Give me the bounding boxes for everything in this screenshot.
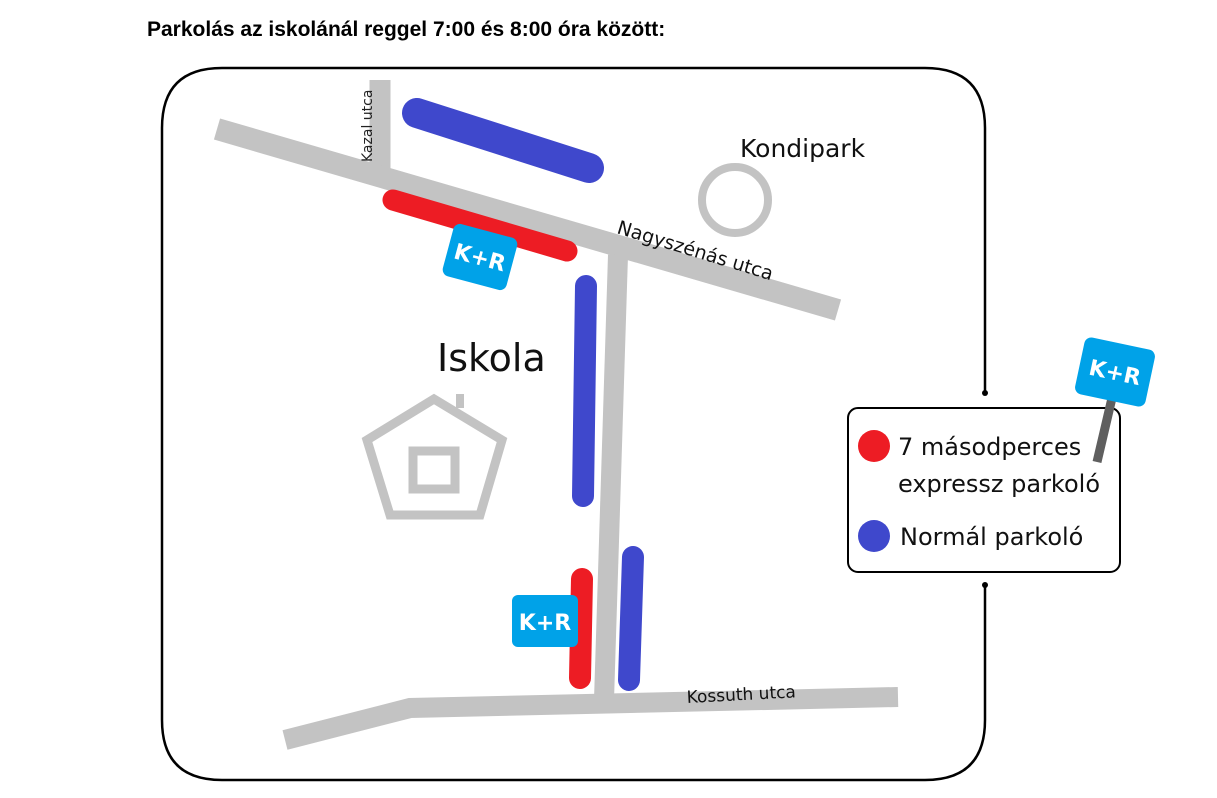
- landmark-label-school: Iskola: [437, 336, 546, 380]
- normal-parking-top: [402, 98, 604, 183]
- road-vertical: [594, 254, 628, 701]
- parking-strips: [382, 98, 644, 691]
- legend-express-label-line2: expressz parkoló: [898, 470, 1100, 498]
- school-house-icon: [361, 393, 508, 520]
- legend-normal-label: Normál parkoló: [900, 523, 1083, 551]
- express-parking-top: [382, 189, 578, 262]
- street-label-kazal: Kazal utca: [360, 90, 376, 162]
- legend-express-label-line1: 7 másodperces: [898, 433, 1081, 461]
- kiss-and-ride-badge-top: K+R: [442, 223, 518, 291]
- kiss-and-ride-badge-bottom: K+R: [512, 595, 578, 647]
- legend-express-swatch: [858, 430, 890, 462]
- map-frame: [160, 66, 987, 782]
- express-parking-bottom: [569, 568, 593, 689]
- kr-sign: K+R: [1075, 337, 1155, 407]
- legend-box: [847, 407, 1121, 573]
- legend-normal-swatch: [858, 520, 890, 552]
- roads: [213, 80, 899, 750]
- road-kossuth: [282, 687, 899, 750]
- road-nagyszenas: [213, 118, 842, 321]
- kr-label: K+R: [519, 611, 571, 636]
- kondipark-icon: [698, 163, 772, 237]
- normal-parking-bottom: [618, 546, 644, 691]
- frame-dot: [982, 390, 988, 396]
- figure-title: Parkolás az iskolánál reggel 7:00 és 8:0…: [147, 18, 665, 41]
- kr-sign-post: [1092, 396, 1117, 464]
- landmark-label-kondipark: Kondipark: [740, 134, 866, 163]
- normal-parking-middle: [572, 275, 597, 507]
- frame-dot: [982, 582, 988, 588]
